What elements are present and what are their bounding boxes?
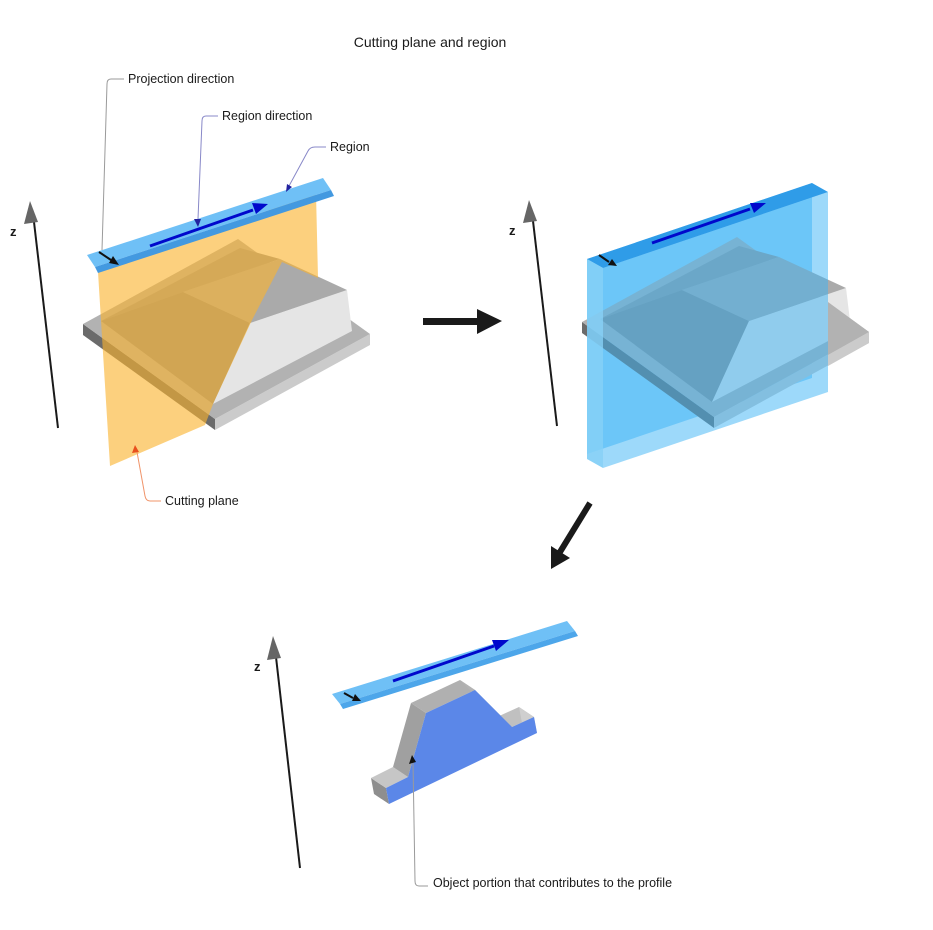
z-axis-line xyxy=(33,221,59,429)
projection-direction-arrow-icon xyxy=(109,256,119,265)
z-axis-arrow-icon xyxy=(24,201,38,224)
region-ribbon-edge xyxy=(95,190,334,273)
arrow-down-left-icon xyxy=(551,501,593,569)
object-portion-leader xyxy=(412,761,428,887)
slab-top-face xyxy=(587,183,828,268)
projection-direction-label: Projection direction xyxy=(128,72,234,86)
plate-corner-top xyxy=(828,302,869,355)
region-direction-arrow-shaft xyxy=(392,644,495,683)
cutting-plane-leader-arrow-icon xyxy=(132,445,139,453)
region-label: Region xyxy=(330,140,370,154)
z-axis-arrow-icon xyxy=(523,200,537,223)
region-ribbon-edge xyxy=(340,631,578,709)
object-portion-label: Object portion that contributes to the p… xyxy=(433,876,672,890)
z-axis-label: z xyxy=(10,224,17,239)
region-direction-arrow-icon xyxy=(750,203,766,213)
object-portion-leader-arrow-icon xyxy=(409,755,416,764)
scene-region-volume: z xyxy=(509,183,869,468)
arrow-down-left-head xyxy=(551,546,570,569)
region-leader xyxy=(288,146,326,187)
region-ribbon xyxy=(87,178,331,267)
cutting-plane xyxy=(98,193,318,466)
slab-left-face xyxy=(587,259,603,468)
profile-left-flange-top xyxy=(371,767,408,788)
projection-direction-arrow-icon xyxy=(608,259,617,266)
z-axis-label: z xyxy=(254,659,261,674)
z-axis-line xyxy=(532,220,558,427)
plate-corner-side xyxy=(828,332,869,366)
region-leader-arrow-icon xyxy=(286,184,292,192)
arrow-right-icon xyxy=(423,309,502,334)
projection-direction-leader xyxy=(101,78,124,251)
profile-left-slope xyxy=(393,703,426,777)
region-ribbon xyxy=(332,621,575,704)
projection-direction-arrow-icon xyxy=(352,694,361,701)
projection-direction-arrow-shaft xyxy=(598,254,610,263)
projection-direction-arrow-shaft xyxy=(98,251,112,261)
profile-hill-top xyxy=(411,680,475,713)
scene-profile: z Object portion that contributes to the… xyxy=(254,621,672,890)
arrow-down-left-shaft xyxy=(557,501,593,554)
profile-left-end-face xyxy=(371,778,389,804)
slab-front-face xyxy=(603,192,828,468)
cutting-plane-label: Cutting plane xyxy=(165,494,239,508)
z-axis-label: z xyxy=(509,223,516,238)
region-direction-arrow-icon xyxy=(492,640,509,651)
region-direction-arrow-icon xyxy=(252,203,268,214)
region-direction-leader-arrow-icon xyxy=(194,219,201,227)
region-direction-arrow-shaft xyxy=(149,208,254,248)
cutting-plane-leader xyxy=(136,451,161,502)
z-axis-line xyxy=(275,656,301,869)
section-face xyxy=(386,690,537,804)
region-direction-leader xyxy=(197,115,218,220)
region-direction-label: Region direction xyxy=(222,109,312,123)
page-title: Cutting plane and region xyxy=(354,34,507,50)
z-axis-arrow-icon xyxy=(267,636,281,660)
region-direction-arrow-shaft xyxy=(651,207,751,245)
scene-cutting-plane: z Projection direction Region direction … xyxy=(10,72,370,508)
projection-direction-arrow-shaft xyxy=(343,692,354,699)
